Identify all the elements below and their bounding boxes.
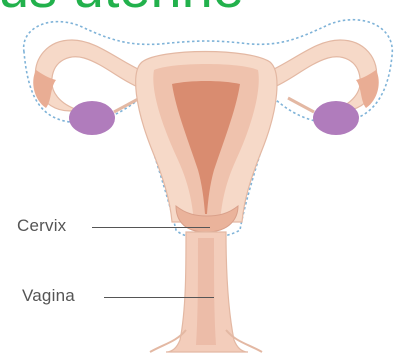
cervix-label: Cervix <box>17 216 66 236</box>
right-fallopian-tube <box>272 40 377 111</box>
diagram-title: us utérine <box>0 0 244 16</box>
vaginal-canal <box>196 238 216 345</box>
left-ovarian-ligament <box>114 98 140 112</box>
right-ovarian-ligament <box>288 98 314 112</box>
vagina-label: Vagina <box>22 286 75 306</box>
cervix-leader-line <box>92 227 210 228</box>
left-ovary <box>69 101 115 135</box>
left-fallopian-tube <box>35 40 140 111</box>
vagina-leader-line <box>104 297 214 298</box>
right-ovary <box>313 101 359 135</box>
